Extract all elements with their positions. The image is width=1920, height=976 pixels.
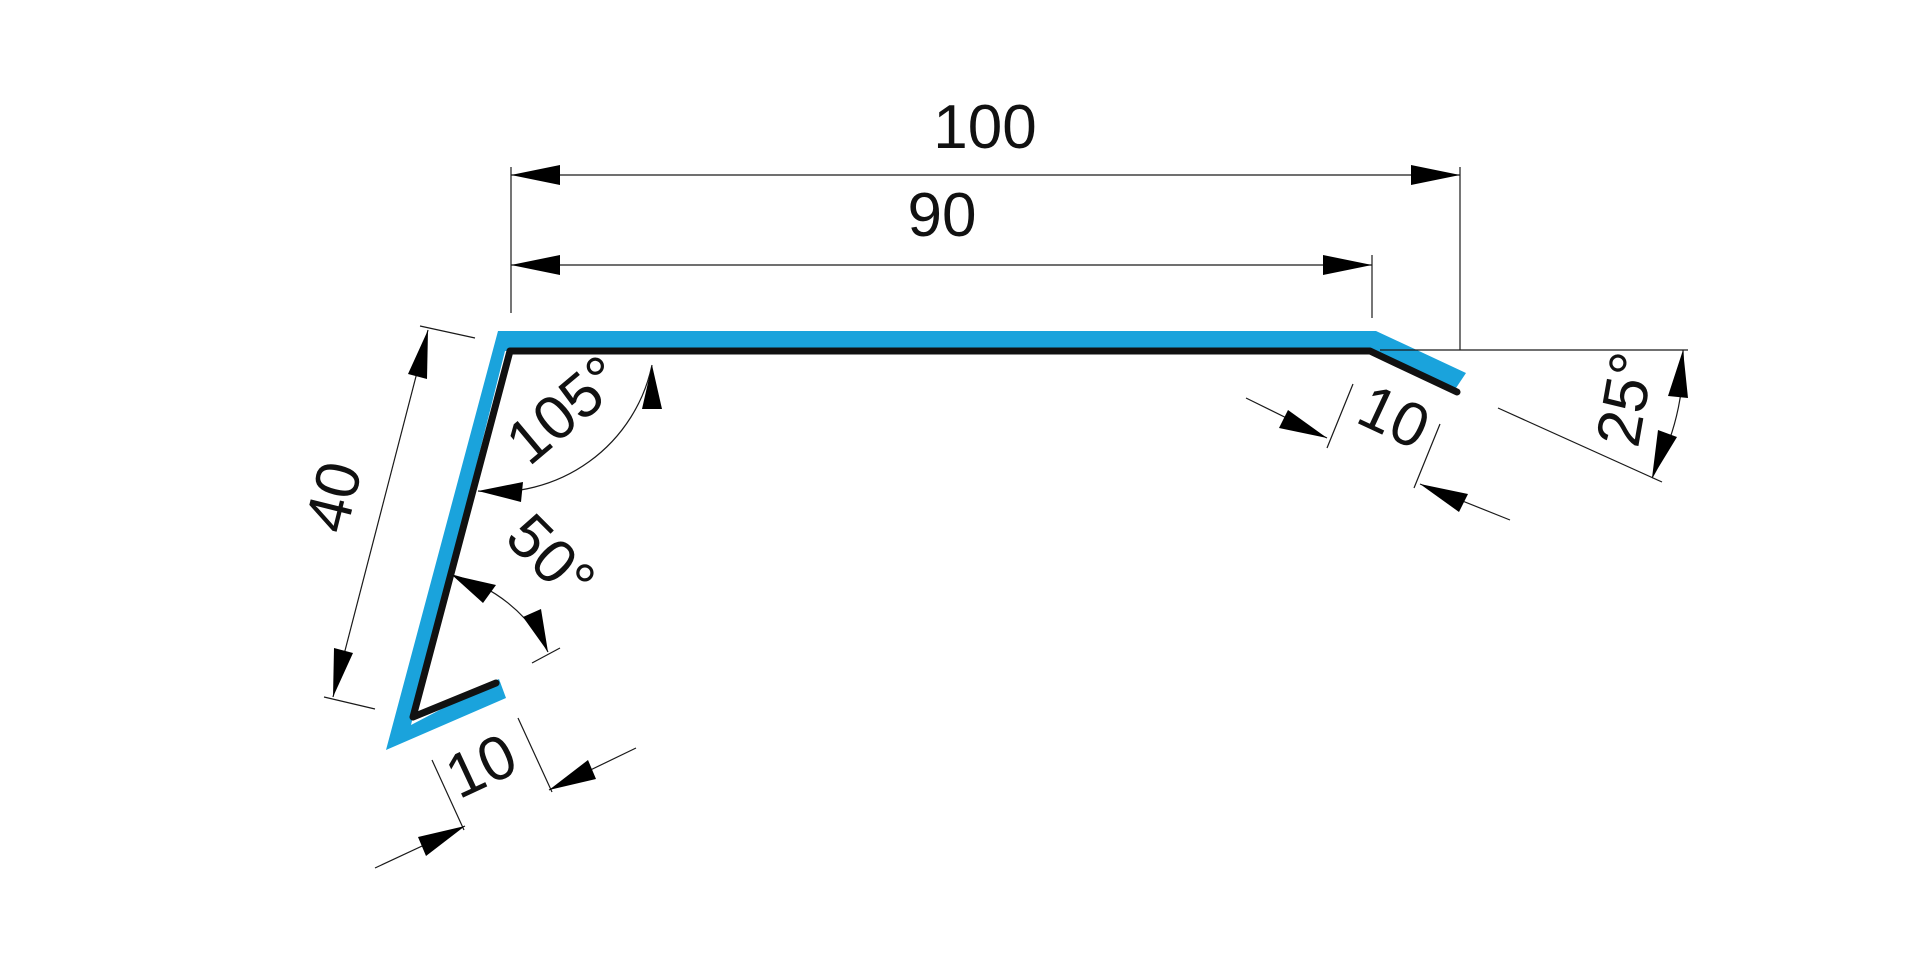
- sheet-profile: [386, 331, 1466, 750]
- arrow-25-top: [1668, 350, 1688, 398]
- coating-layer: [386, 331, 1466, 750]
- dimension-overall-width: 100: [510, 93, 1461, 350]
- angle-right: 25°: [1497, 347, 1688, 483]
- label-angle-top-left: 105°: [494, 343, 637, 478]
- dimension-top-width: 90: [511, 181, 1373, 318]
- dimension-left-flange: 40: [292, 325, 476, 710]
- arrow-left-flange-top: [408, 330, 428, 379]
- label-angle-hem: 50°: [493, 501, 608, 616]
- label-angle-right: 25°: [1584, 347, 1668, 451]
- dimension-bottom-hem: 10: [374, 717, 637, 869]
- dimension-right-flange: 10: [1245, 372, 1511, 521]
- arrow-left-flange-bottom: [333, 648, 353, 697]
- steel-outline: [409, 347, 1461, 721]
- arrow-hem-left: [418, 826, 465, 856]
- arrow-right-flange-left: [1279, 410, 1327, 438]
- label-overall-width: 100: [933, 93, 1036, 162]
- arrow-25-bottom: [1652, 430, 1677, 478]
- angle-hem: 50°: [451, 501, 608, 664]
- label-right-flange: 10: [1348, 372, 1440, 464]
- arrow-top-right: [1323, 255, 1372, 275]
- arrow-top-left: [511, 255, 560, 275]
- arrow-overall-left: [511, 165, 560, 185]
- arrow-hem-right: [549, 760, 596, 790]
- arrow-50-bottom: [523, 609, 548, 652]
- label-left-flange: 40: [292, 455, 376, 539]
- label-top-width: 90: [908, 181, 977, 250]
- arrow-105-right: [642, 365, 662, 409]
- arrow-right-flange-right: [1420, 484, 1468, 512]
- arrow-105-left: [478, 482, 523, 502]
- arrow-50-top: [452, 575, 496, 603]
- arrow-overall-right: [1411, 165, 1460, 185]
